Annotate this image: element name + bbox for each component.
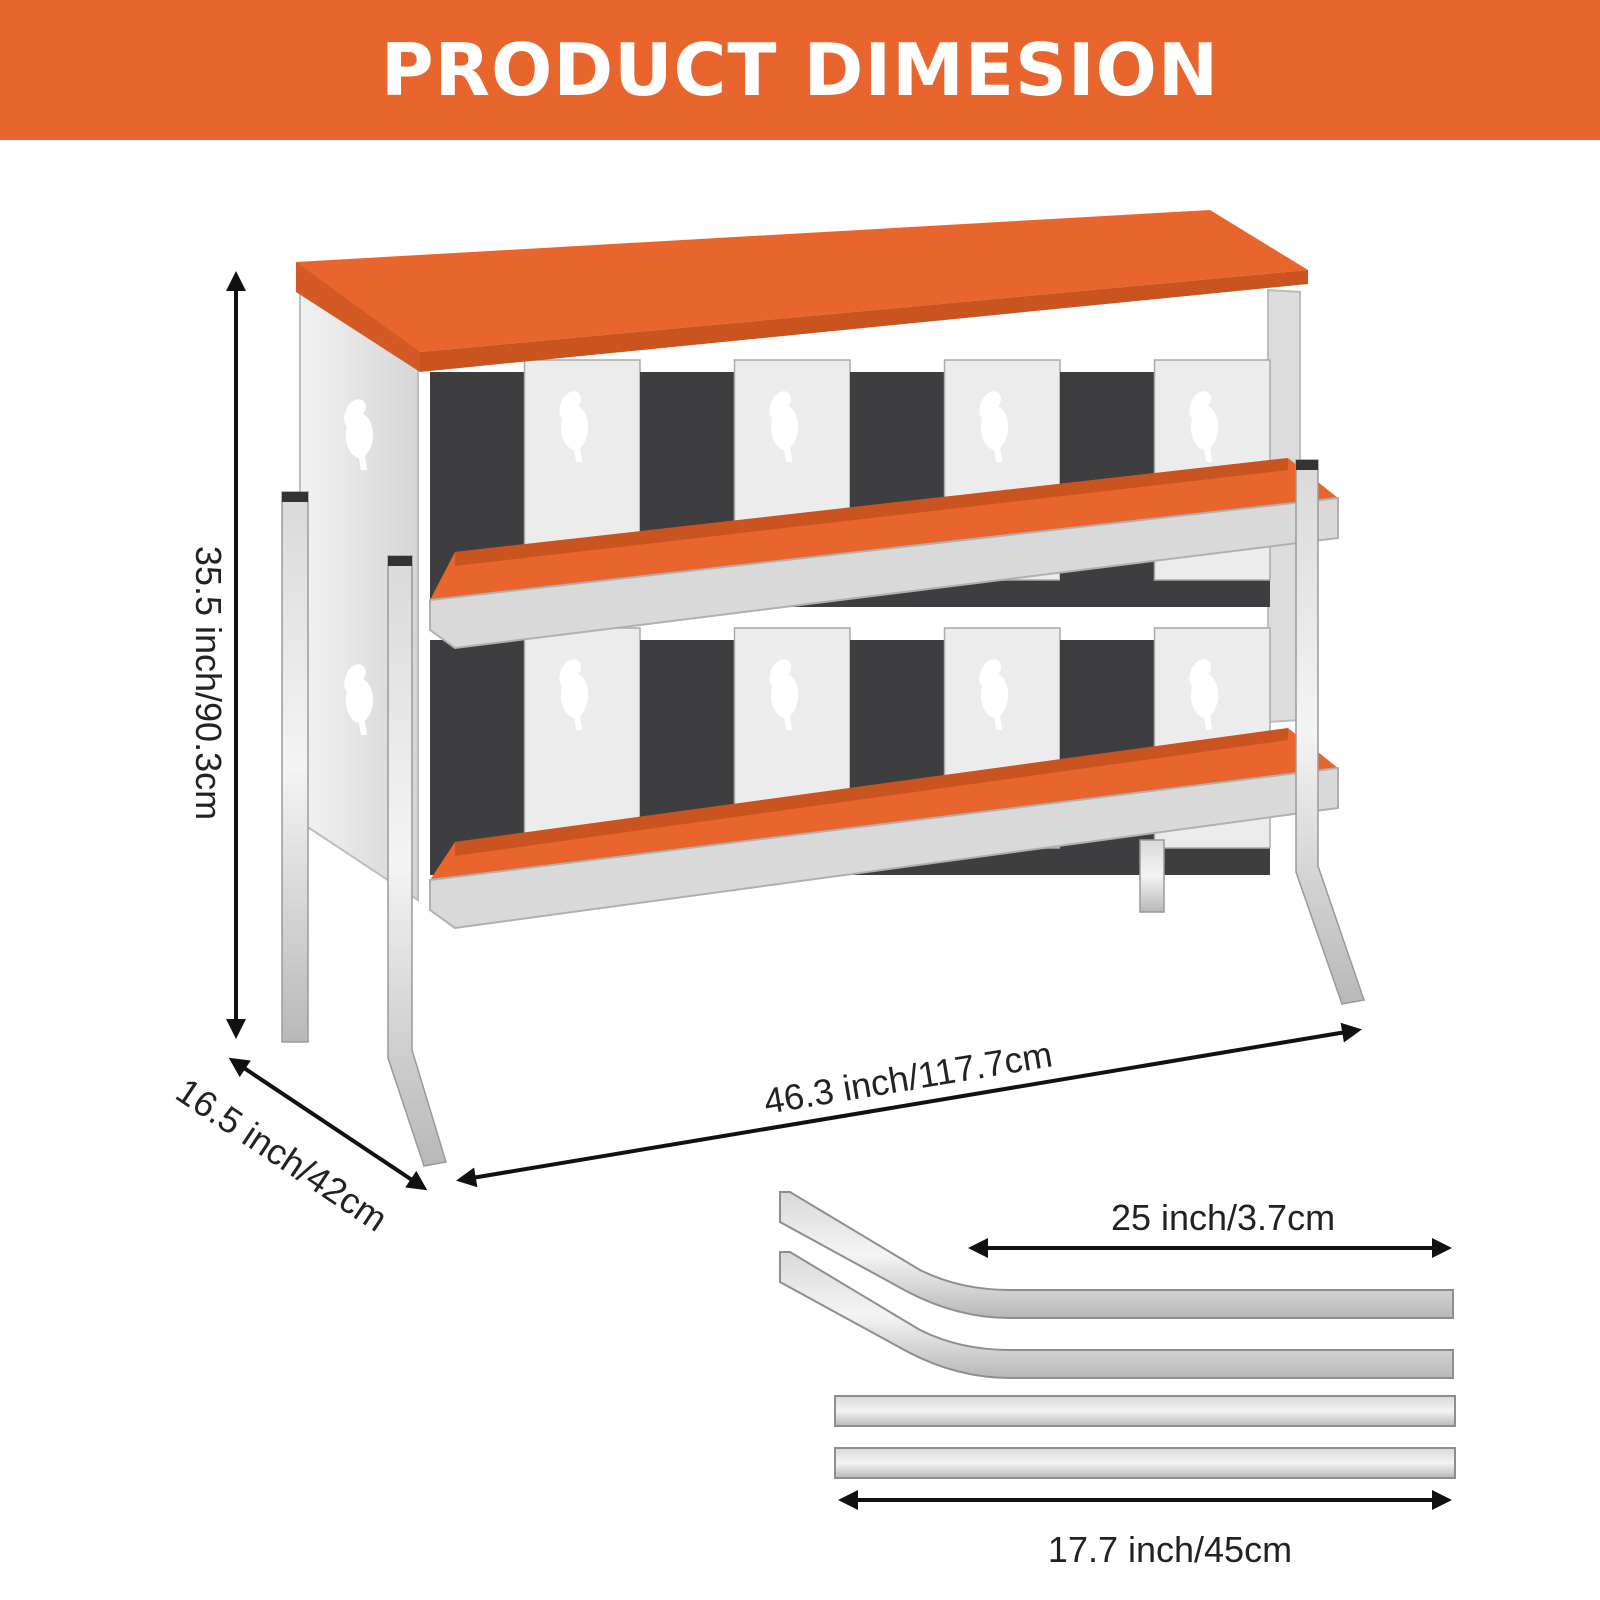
roof-top [296, 210, 1308, 352]
back-right-post [1139, 839, 1165, 913]
front-right-leg [1295, 459, 1365, 1005]
chicken-cutout-icon [1189, 659, 1219, 730]
straight-leg-parts [834, 1395, 1456, 1479]
back-left-post-cap [282, 492, 308, 502]
chicken-cutout-icon [559, 391, 589, 462]
back-left-post [281, 491, 309, 1043]
chicken-cutout-icon [344, 664, 374, 735]
chicken-cutout-icon [559, 659, 589, 730]
depth-dimension-arrow [228, 1057, 428, 1191]
bent-leg [779, 1251, 1454, 1379]
straight-leg [834, 1395, 1456, 1427]
roof-front-edge [420, 270, 1308, 372]
straight-leg [834, 1447, 1456, 1479]
banner-title: PRODUCT DIMESION [380, 28, 1220, 112]
lower-perch-tray [429, 728, 1339, 930]
chicken-cutout-icon [1189, 391, 1219, 462]
chicken-cutout-icon [344, 399, 374, 470]
chicken-cutout-icon [769, 659, 799, 730]
title-banner: PRODUCT DIMESION [0, 0, 1600, 140]
bent-leg [779, 1191, 1454, 1319]
front-left-leg-cap [388, 556, 412, 566]
nest-divider [523, 627, 641, 849]
front-right-leg-cap [1296, 460, 1318, 470]
height-label: 35.5 inch/90.3cm [188, 546, 229, 820]
chicken-cutout-icon [979, 659, 1009, 730]
chicken-cutout-icon [979, 391, 1009, 462]
roof-side-edge [296, 262, 420, 372]
width-dimension-arrow [456, 1022, 1362, 1188]
long-leg-label: 25 inch/3.7cm [1111, 1197, 1335, 1238]
short-leg-label: 17.7 inch/45cm [1048, 1529, 1292, 1570]
width-label: 46.3 inch/117.7cm [761, 1033, 1055, 1122]
chicken-cutout-icon [769, 391, 799, 462]
upper-perch-tray [429, 458, 1339, 650]
nest-box [281, 210, 1365, 1167]
bent-leg-parts [779, 1191, 1454, 1379]
